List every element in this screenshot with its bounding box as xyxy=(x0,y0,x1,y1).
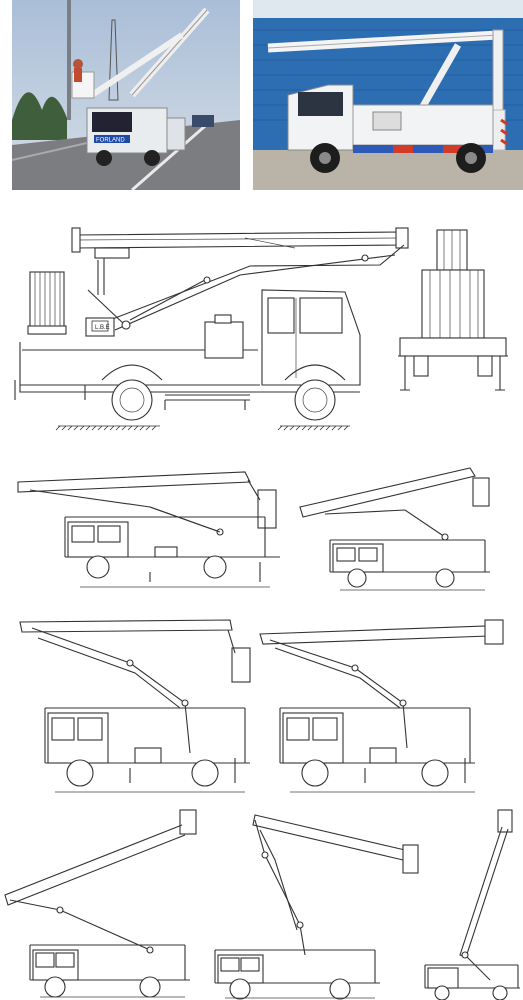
truck-brand-text: FORLAND xyxy=(96,138,125,144)
position-diagram-2 xyxy=(295,462,515,597)
position-diagram-3 xyxy=(10,608,255,800)
position-diagram-4 xyxy=(255,608,520,800)
badge-text: L.B.E xyxy=(95,325,110,331)
position-diagram-1 xyxy=(10,462,290,597)
main-elevation-drawing: L.B.E xyxy=(0,200,523,450)
rear-view xyxy=(398,229,508,391)
position-diagram-7 xyxy=(420,805,523,1000)
photo-truck-roadside: FORLAND xyxy=(12,0,240,190)
photo-truck-side-illustration xyxy=(253,0,523,190)
position-diagram-5 xyxy=(0,805,200,1000)
side-view: L.B.E xyxy=(14,227,409,431)
photo-truck-roadside-illustration: FORLAND xyxy=(12,0,240,190)
badge-box xyxy=(91,320,109,332)
photo-truck-side xyxy=(253,0,523,190)
position-diagram-6 xyxy=(205,805,420,1000)
